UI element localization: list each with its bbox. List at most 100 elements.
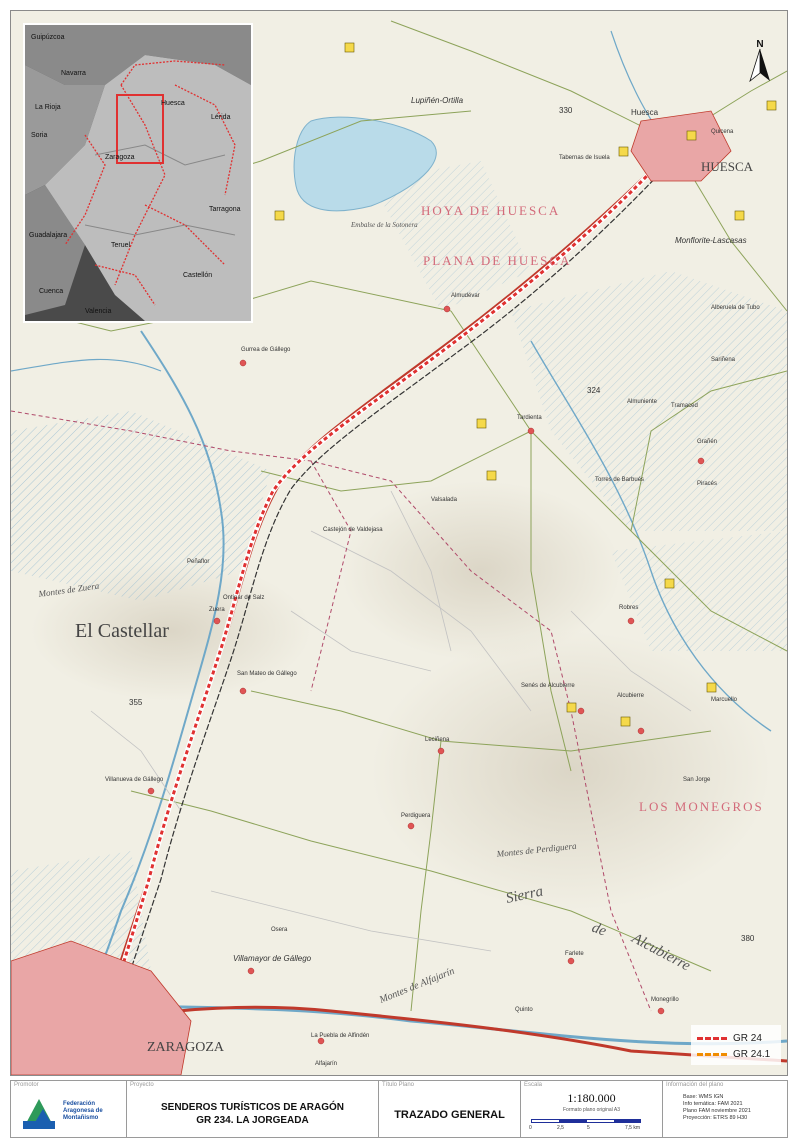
- region-label-plana: PLANA DE HUESCA: [423, 253, 571, 268]
- range-label-sierra: Sierra: [505, 883, 545, 906]
- inset-province-label: Guipúzcoa: [31, 34, 65, 41]
- title-cell: Título Plano TRAZADO GENERAL: [379, 1081, 521, 1137]
- place-label: Alfajarín: [315, 1061, 337, 1067]
- place-label: Gurrea de Gállego: [241, 347, 291, 353]
- scale-format: Formato plano original A3: [563, 1107, 620, 1113]
- project-title: SENDEROS TURÍSTICOS DE ARAGÓN GR 234. LA…: [127, 1101, 378, 1127]
- inset-focus-rectangle[interactable]: [116, 94, 164, 164]
- place-label: Castejón de Valdejasa: [323, 527, 383, 533]
- place-label: Sariñena: [711, 357, 736, 363]
- zaragoza-label: ZARAGOZA: [147, 1040, 225, 1055]
- scale-caption: Escala: [524, 1082, 543, 1088]
- scale-value: 1:180.000: [567, 1091, 616, 1105]
- inset-aragon: [45, 55, 251, 321]
- scale-tick-0: 0: [529, 1125, 532, 1131]
- place-label: La Puebla de Alfindén: [311, 1033, 369, 1039]
- place-label: Peñaflor: [187, 559, 209, 565]
- place-label: Valsalada: [431, 497, 458, 503]
- place-label: Perdiguera: [401, 813, 431, 819]
- reservoir: [293, 116, 437, 212]
- scale-tick-1: 2,5: [557, 1125, 564, 1131]
- legend-label-gr241: GR 24.1: [733, 1048, 771, 1060]
- place-label: Tabernas de Isuela: [559, 155, 610, 161]
- hatched-area-1: [11, 411, 271, 601]
- scale-segment-4: [614, 1119, 641, 1123]
- road-number-4: 355: [129, 698, 143, 707]
- el-castellar-label: El Castellar: [75, 620, 169, 642]
- project-cell: Proyecto SENDEROS TURÍSTICOS DE ARAGÓN G…: [127, 1081, 379, 1137]
- range-label-de: de: [590, 920, 609, 940]
- inset-province-label: Navarra: [61, 70, 86, 77]
- route-legend: GR 24 GR 24.1: [691, 1025, 781, 1065]
- place-label: Farlete: [565, 951, 584, 957]
- place-label: Tramaced: [671, 403, 698, 409]
- title-caption: Título Plano: [382, 1082, 415, 1088]
- huesca-urban-area: [630, 110, 732, 182]
- inset-province-label: La Rioja: [35, 104, 61, 111]
- gr241-swatch-icon: [697, 1052, 727, 1056]
- inset-province-label: Huesca: [161, 100, 185, 107]
- place-label: Lupiñén-Ortilla: [411, 96, 464, 105]
- region-label-hoya: HOYA DE HUESCA: [421, 203, 560, 218]
- inset-west-provinces: [25, 65, 105, 195]
- place-label: Zuera: [209, 607, 225, 613]
- hatched-area-2: [511, 271, 787, 531]
- place-label: Torres de Barbués: [595, 477, 644, 483]
- scale-cell: Escala 1:180.000 Formato plano original …: [521, 1081, 663, 1137]
- place-label: Grañén: [697, 439, 717, 445]
- place-label: Leciñena: [425, 737, 450, 743]
- region-label-monegros: LOS MONEGROS: [639, 799, 764, 814]
- place-label: San Jorge: [683, 777, 711, 783]
- fam-logo-icon: [23, 1099, 55, 1129]
- inset-north-provinces: [25, 25, 251, 85]
- place-label: Monflorite-Lascasas: [675, 236, 747, 245]
- hatched-area-3: [611, 531, 787, 651]
- inset-province-label: Lérida: [211, 114, 231, 121]
- inset-province-label: Guadalajara: [29, 232, 67, 239]
- place-label: Huesca: [631, 108, 659, 117]
- inset-province-label: Teruel: [111, 242, 131, 249]
- inset-southwest-provinces: [25, 185, 85, 315]
- shelter-icons: [274, 42, 777, 727]
- svg-text:N: N: [756, 39, 763, 50]
- place-label: Osera: [271, 927, 288, 933]
- road-number-3: 324: [587, 386, 601, 395]
- gr24-route[interactable]: [91, 159, 663, 1062]
- road-number-1: 330: [559, 106, 573, 115]
- relief-plateau: [341, 481, 621, 661]
- place-label: Alberuela de Tubo: [711, 305, 760, 311]
- inset-province-label: Soria: [31, 132, 47, 139]
- scale-tick-2: 5: [587, 1125, 590, 1131]
- place-label: Quinto: [515, 1007, 533, 1013]
- legend-row-gr241: GR 24.1: [697, 1047, 770, 1061]
- place-label: Senés de Alcubierre: [521, 683, 575, 689]
- reservoir-label: Embalse de la Sotonera: [350, 221, 418, 229]
- gr24-swatch-icon: [697, 1036, 727, 1040]
- place-label: Almuniente: [627, 399, 658, 405]
- info-caption: Información del plano: [666, 1082, 724, 1088]
- promoter-caption: Promotor: [14, 1082, 39, 1088]
- inset-province-label: Tarragona: [209, 206, 241, 213]
- north-arrow-icon: N: [749, 39, 770, 83]
- legend-label-gr24: GR 24: [733, 1032, 762, 1044]
- admin-boundaries: [11, 410, 652, 1012]
- place-label: Monegrillo: [651, 997, 679, 1003]
- scale-segment-2: [559, 1119, 586, 1123]
- inset-province-label: Valencia: [85, 308, 111, 315]
- title-block: Promotor Federación Aragonesa de Montañi…: [10, 1080, 788, 1138]
- project-caption: Proyecto: [130, 1082, 154, 1088]
- town-markers: [147, 305, 705, 1045]
- place-label: Villamayor de Gállego: [233, 954, 312, 963]
- project-line-2: GR 234. LA JORGEADA: [196, 1115, 309, 1126]
- inset-province-label: Zaragoza: [105, 154, 135, 161]
- place-label: Ontinar de Salz: [223, 595, 264, 601]
- place-label: Tardienta: [517, 415, 542, 421]
- project-line-1: SENDEROS TURÍSTICOS DE ARAGÓN: [161, 1102, 344, 1113]
- relief-castellar: [31, 561, 311, 701]
